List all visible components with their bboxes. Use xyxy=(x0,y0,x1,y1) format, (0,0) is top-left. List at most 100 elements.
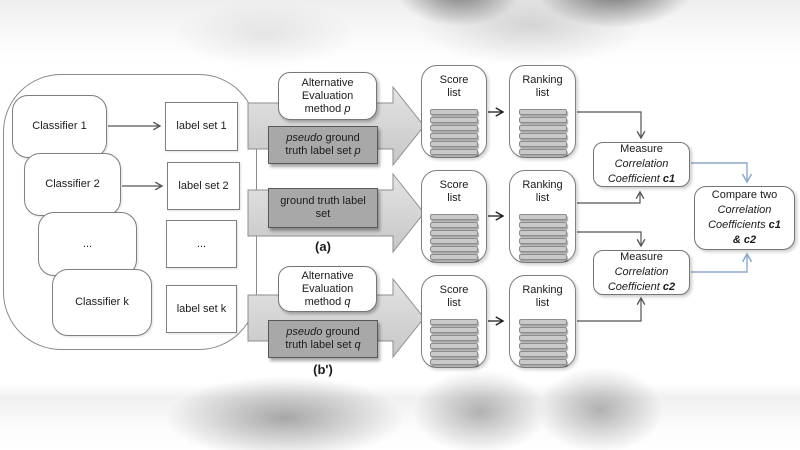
subfigure-label-a: (a) xyxy=(315,239,331,254)
list-line-bar xyxy=(518,327,567,333)
pseudo-ground-truth-p-box: pseudo ground truth label set p xyxy=(268,126,378,164)
list-line-bar xyxy=(518,230,567,236)
list-line-bar xyxy=(518,343,567,349)
label-set-label: label set k xyxy=(176,302,227,315)
list-lines xyxy=(518,109,567,155)
list-line-bar xyxy=(518,238,567,244)
list-line-bar xyxy=(430,214,478,220)
list-line-bar xyxy=(430,133,478,139)
list-line-bar xyxy=(518,214,567,220)
label-set-box-1: label set 1 xyxy=(165,102,238,151)
compare-box: Compare two Correlation Coefficients c1 … xyxy=(694,186,795,250)
classifier-label: Classifier 1 xyxy=(32,120,87,132)
ranking-list-title: list xyxy=(535,297,550,309)
ranking-list-box-3: Ranking list xyxy=(509,275,576,368)
list-lines xyxy=(430,109,478,155)
alt-eval-line: Alternative xyxy=(301,269,354,282)
list-line-bar xyxy=(430,222,478,228)
alt-eval-line: method p xyxy=(304,102,351,115)
arrow-measure-c2-compare xyxy=(691,252,753,273)
pseudo-line: pseudo ground xyxy=(286,132,360,144)
list-line-bar xyxy=(518,141,567,147)
list-line-bar xyxy=(430,327,478,333)
arrow-measure-c1-compare xyxy=(691,162,753,184)
classifier-box-k: Classifier k xyxy=(52,269,152,336)
list-line-bar xyxy=(518,109,567,115)
classifier-label: ... xyxy=(82,237,93,250)
compare-line: Compare two xyxy=(711,189,778,201)
score-list-box-2: Score list xyxy=(421,170,487,263)
list-line-bar xyxy=(518,246,567,252)
measure-line: Measure xyxy=(620,143,663,155)
score-list-title: Score xyxy=(439,74,469,86)
classifier-label: Classifier 2 xyxy=(45,178,100,190)
list-line-bar xyxy=(518,125,567,131)
ground-truth-box: ground truth label set xyxy=(268,188,378,228)
list-lines xyxy=(430,319,478,365)
list-line-bar xyxy=(430,109,478,115)
classifier-box-1: Classifier 1 xyxy=(12,95,107,158)
list-line-bar xyxy=(430,335,478,341)
arrow-ranking2-measure-c1 xyxy=(577,190,645,204)
list-lines xyxy=(518,319,567,365)
list-line-bar xyxy=(518,133,567,139)
list-line-bar xyxy=(518,222,567,228)
list-line-bar xyxy=(430,246,478,252)
label-set-box-dots: ... xyxy=(166,220,237,268)
ranking-list-box-1: Ranking list xyxy=(509,65,576,158)
list-line-bar xyxy=(430,254,478,260)
list-line-bar xyxy=(518,254,567,260)
score-list-box-3: Score list xyxy=(421,275,487,368)
list-line-bar xyxy=(430,351,478,357)
score-list-title: Score xyxy=(439,179,469,191)
subfigure-label-b: (b') xyxy=(313,362,333,377)
measure-line: Measure xyxy=(620,251,663,263)
list-line-bar xyxy=(430,343,478,349)
label-set-label: ... xyxy=(196,237,207,250)
pseudo-ground-truth-q-box: pseudo ground truth label set q xyxy=(268,320,378,358)
list-line-bar xyxy=(518,149,567,155)
measure-line: Correlation xyxy=(614,266,669,278)
list-line-bar xyxy=(518,351,567,357)
alt-eval-line: Alternative xyxy=(301,76,354,89)
list-line-bar xyxy=(430,359,478,365)
ground-truth-line: ground truth label xyxy=(280,195,366,207)
list-lines xyxy=(518,214,567,260)
list-line-bar xyxy=(430,230,478,236)
ground-truth-line: set xyxy=(315,208,331,220)
alt-eval-line: Evaluation xyxy=(301,282,354,295)
pseudo-line: pseudo ground xyxy=(286,326,360,338)
alt-eval-line: Evaluation xyxy=(301,89,354,102)
score-list-box-1: Score list xyxy=(421,65,487,158)
measure-c1-box: Measure Correlation Coefficient c1 xyxy=(593,142,690,187)
alt-eval-line: method q xyxy=(304,295,351,308)
pseudo-line: truth label set p xyxy=(285,145,361,157)
label-set-box-k: label set k xyxy=(166,285,237,333)
alt-eval-method-q-box: Alternative Evaluation method q xyxy=(278,266,377,312)
compare-line: Coefficients c1 xyxy=(708,219,781,231)
measure-c2-box: Measure Correlation Coefficient c2 xyxy=(593,250,690,295)
list-line-bar xyxy=(430,149,478,155)
score-list-title: list xyxy=(447,87,461,99)
ranking-list-box-2: Ranking list xyxy=(509,170,576,263)
score-list-title: Score xyxy=(439,284,469,296)
ranking-list-title: list xyxy=(535,87,550,99)
arrow-ranking3-measure-c2 xyxy=(577,296,646,322)
list-line-bar xyxy=(430,141,478,147)
list-line-bar xyxy=(430,117,478,123)
list-line-bar xyxy=(518,359,567,365)
alt-eval-method-p-box: Alternative Evaluation method p xyxy=(278,72,377,120)
ranking-list-title: Ranking xyxy=(522,284,563,296)
ranking-list-title: list xyxy=(535,192,550,204)
label-set-label: label set 1 xyxy=(176,120,227,132)
compare-line: Correlation xyxy=(717,204,772,216)
list-line-bar xyxy=(430,238,478,244)
list-line-bar xyxy=(518,319,567,325)
pseudo-line: truth label set q xyxy=(285,339,361,351)
ranking-list-title: Ranking xyxy=(522,74,563,86)
ranking-list-title: Ranking xyxy=(522,179,563,191)
classifier-label: Classifier k xyxy=(75,296,129,308)
list-line-bar xyxy=(430,319,478,325)
